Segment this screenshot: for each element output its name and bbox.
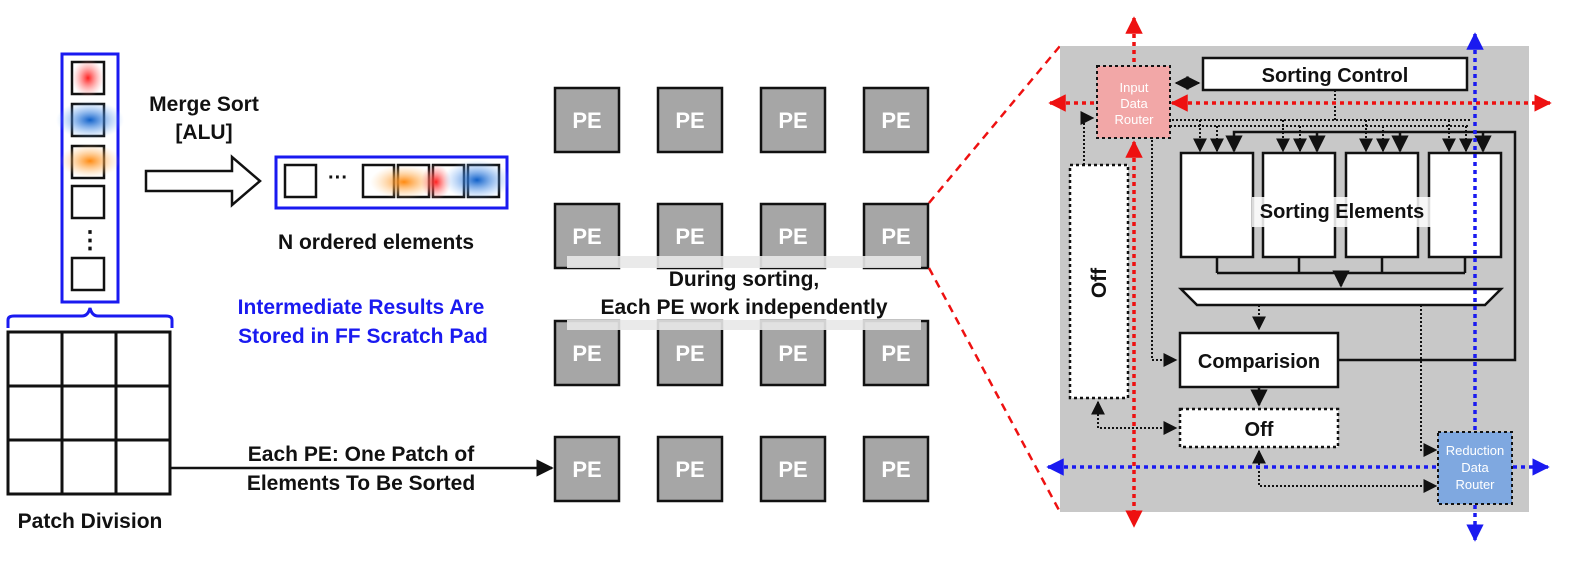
ordered-row: ···: [274, 155, 511, 210]
reduction-data-router: [1437, 431, 1513, 505]
comparison-block: [1178, 331, 1340, 389]
reduction-network: [1046, 32, 1550, 542]
intermediate-label-1: Intermediate Results Are: [238, 296, 485, 319]
mux-trapezoid: [1177, 287, 1505, 307]
alu-label: [ALU]: [175, 121, 232, 144]
pe-note-band: [567, 256, 921, 268]
orange-blob: [60, 144, 120, 178]
input-router-label-2: Data: [1120, 96, 1148, 111]
pe-label: PE: [778, 457, 807, 482]
pe-label: PE: [881, 457, 910, 482]
zoom-line-top: [928, 45, 1061, 204]
sorting-elements-label-bg: [1252, 197, 1432, 227]
element-box: [70, 184, 106, 220]
sorting-control-label: Sorting Control: [1262, 65, 1409, 87]
pe-block: [656, 319, 724, 387]
pe-label: PE: [675, 224, 704, 249]
patch-division-label: Patch Division: [18, 510, 163, 533]
sorting-element-block: [1427, 151, 1503, 259]
sorting-control-block: [1201, 56, 1469, 92]
red-blob: [421, 164, 451, 200]
horizontal-ellipsis: ···: [328, 167, 348, 189]
pe-label: PE: [675, 341, 704, 366]
zoom-line-bottom: [927, 267, 1062, 513]
input-data-router: [1096, 65, 1171, 139]
reduction-router-label-1: Reduction: [1446, 443, 1505, 458]
pe-block: [553, 86, 621, 154]
red-blob: [72, 59, 104, 97]
reduction-router-label-3: Router: [1455, 477, 1495, 492]
pe-block: [656, 86, 724, 154]
pe-grid: PE PE PE PE PE PE PE PE PE PE PE PE PE PE PE PE: [553, 86, 930, 503]
pe-label: PE: [778, 341, 807, 366]
intermediate-label-2: Stored in FF Scratch Pad: [238, 325, 488, 348]
pe-label: PE: [778, 224, 807, 249]
pe-block: [553, 319, 621, 387]
merge-sort-label: Merge Sort: [149, 93, 259, 116]
blue-blob: [443, 160, 511, 200]
brace: [6, 307, 174, 328]
pe-note-line2: Each PE work independently: [600, 296, 887, 319]
pe-block: [862, 435, 930, 503]
pe-note-line1: During sorting,: [669, 268, 820, 291]
off-vertical-label: Off: [1088, 267, 1111, 298]
pe-label: PE: [778, 108, 807, 133]
input-network: [1048, 16, 1552, 528]
input-router-label-3: Router: [1114, 112, 1154, 127]
pe-label: PE: [675, 457, 704, 482]
pe-block: [553, 435, 621, 503]
orange-blob: [370, 165, 438, 199]
reduction-router-label-2: Data: [1461, 460, 1489, 475]
pe-block: [759, 435, 827, 503]
pe-label: PE: [572, 457, 601, 482]
pe-label: PE: [572, 108, 601, 133]
pe-note-band: [567, 320, 921, 330]
pe-label: PE: [675, 108, 704, 133]
vertical-ellipsis: ⋮: [78, 227, 102, 254]
each-pe-label-1: Each PE: One Patch of: [248, 443, 475, 466]
element-box: [70, 256, 106, 292]
blue-blob: [56, 101, 124, 139]
each-pe-label-2: Elements To Be Sorted: [247, 472, 475, 495]
pe-block: [759, 86, 827, 154]
pe-block: [656, 435, 724, 503]
off-bottom-block: [1178, 407, 1340, 449]
input-router-label-1: Input: [1120, 80, 1149, 95]
sorting-element-block: [1179, 151, 1255, 259]
element-box: [283, 163, 318, 199]
pe-label: PE: [572, 341, 601, 366]
sorting-elements-label: Sorting Elements: [1260, 201, 1424, 223]
left-dotted-paths: [1080, 76, 1438, 493]
pe-label: PE: [881, 108, 910, 133]
off-vertical-block: [1068, 163, 1130, 400]
pe-label: PE: [881, 224, 910, 249]
patch-grid-frame: [6, 330, 172, 496]
pe-block: [862, 319, 930, 387]
pe-label: PE: [881, 341, 910, 366]
patch-grid: [6, 330, 172, 496]
pe-block: [862, 86, 930, 154]
merge-sort-arrow: [144, 154, 262, 208]
control-fanout: [1170, 90, 1517, 362]
pe-block: [759, 319, 827, 387]
pe-detail-panel: Off Sorting Control Sorting Elements: [1046, 16, 1552, 542]
ordered-label: N ordered elements: [278, 231, 474, 254]
off-bottom-label: Off: [1245, 419, 1274, 441]
pe-label: PE: [572, 224, 601, 249]
comparison-label: Comparision: [1198, 351, 1320, 373]
element-column: ⋮: [56, 52, 124, 304]
mux-network: [1177, 257, 1505, 331]
